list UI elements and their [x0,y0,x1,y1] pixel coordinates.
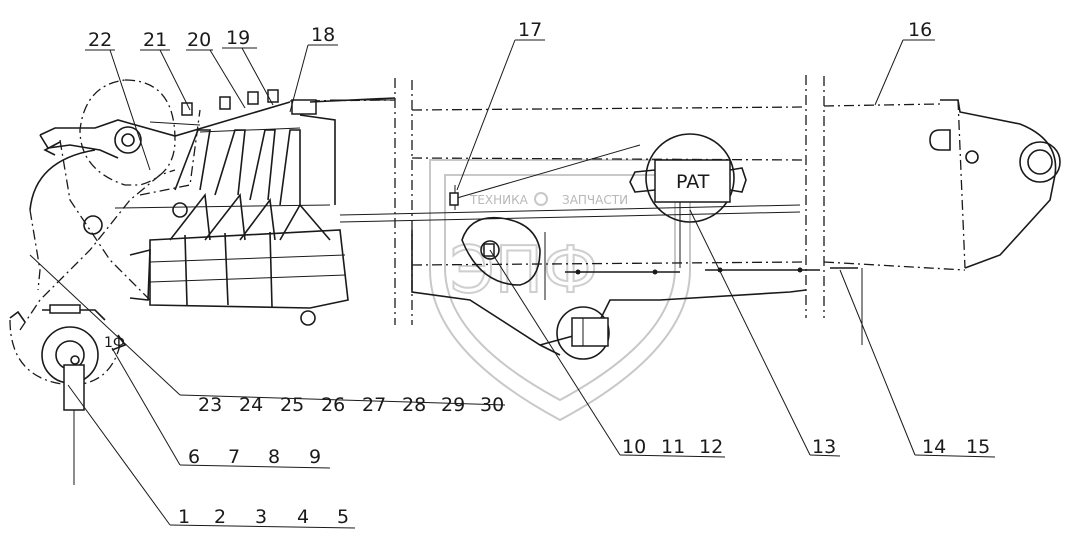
callout-labels: 1 2 3 4 5 6 7 8 9 10 11 12 13 14 15 16 1… [88,19,990,528]
callout-15: 15 [966,436,990,458]
leader-lines [29,39,996,529]
callout-2: 2 [214,506,226,528]
section-break-lines [394,75,825,325]
callout-11: 11 [661,436,685,458]
callout-3: 3 [255,506,267,528]
callout-8: 8 [268,446,280,468]
callout-28: 28 [402,394,426,416]
callout-9: 9 [309,446,321,468]
callout-21: 21 [143,29,167,51]
callout-24: 24 [239,394,263,416]
callout-19: 19 [226,27,250,49]
callout-26: 26 [321,394,345,416]
callout-14: 14 [922,436,946,458]
callout-5: 5 [337,506,349,528]
callout-30: 30 [480,394,504,416]
watermark-logo: ЭПФ [450,234,598,308]
callout-1: 1 [178,506,190,528]
watermark: ТЕХНИКА ЗАПЧАСТИ ЭПФ [429,159,691,422]
callout-23: 23 [198,394,222,416]
callout-20: 20 [187,29,211,51]
pat-unit: PAT [629,133,747,268]
callout-12: 12 [699,436,723,458]
callout-25: 25 [280,394,304,416]
pat-box [654,159,731,203]
callout-29: 29 [441,394,465,416]
pat-label: PAT [676,171,710,193]
watermark-text-1: ТЕХНИКА [469,193,529,207]
boom-base [9,79,291,485]
callout-17: 17 [518,19,542,41]
phi-marker: 1Ф [104,335,125,351]
sheave-block-stack [114,89,396,326]
watermark-text-2: ЗАПЧАСТИ [562,193,628,207]
callout-7: 7 [228,446,240,468]
drum-assembly [461,216,610,360]
callout-13: 13 [812,436,836,458]
callout-10: 10 [622,436,646,458]
callout-16: 16 [908,19,932,41]
callout-22: 22 [88,29,112,51]
callout-6: 6 [188,446,200,468]
gear-icon [534,192,548,206]
callout-18: 18 [311,24,335,46]
cable-lines [449,144,863,345]
callout-27: 27 [362,394,386,416]
callout-4: 4 [297,506,309,528]
